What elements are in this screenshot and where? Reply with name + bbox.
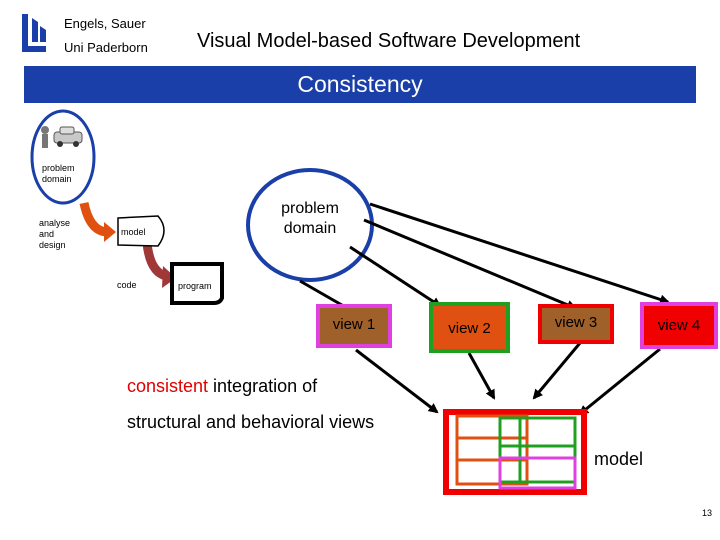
caption-line-1: consistent integration of bbox=[127, 376, 317, 397]
small-problem-domain-ellipse bbox=[30, 109, 96, 205]
slide-title: Visual Model-based Software Development bbox=[197, 30, 581, 52]
person-icon bbox=[41, 126, 49, 148]
model-blob bbox=[117, 215, 165, 247]
university-logo bbox=[18, 12, 50, 54]
header-authors: Engels, Sauer bbox=[64, 16, 146, 31]
analyse-design-label: analyse and design bbox=[39, 218, 71, 250]
header-institution: Uni Paderborn bbox=[64, 40, 148, 55]
view-3-label: view 3 bbox=[554, 314, 598, 331]
code-label: code bbox=[117, 280, 137, 290]
view-1-label: view 1 bbox=[332, 316, 376, 333]
model-label: model bbox=[594, 449, 644, 469]
page-number: 13 bbox=[702, 508, 713, 518]
problem-domain-ellipse bbox=[246, 168, 374, 282]
view-1-box: view 1 bbox=[316, 304, 392, 348]
program-label: program bbox=[178, 281, 212, 291]
caption-highlight: consistent bbox=[127, 376, 209, 396]
view-2-box: view 2 bbox=[429, 302, 510, 353]
view-2-label: view 2 bbox=[448, 320, 491, 337]
car-icon bbox=[53, 126, 83, 147]
model-composite bbox=[443, 409, 587, 495]
small-problem-domain-label: problem domain bbox=[42, 163, 75, 184]
view-3-box: view 3 bbox=[538, 304, 614, 344]
caption-rest: integration of bbox=[208, 376, 318, 396]
banner-title: Consistency bbox=[297, 71, 423, 97]
program-document bbox=[170, 262, 224, 305]
view-4-box: view 4 bbox=[640, 302, 718, 349]
view-4-label: view 4 bbox=[657, 317, 701, 334]
banner: Consistency bbox=[24, 66, 696, 103]
caption-line-2: structural and behavioral views bbox=[127, 412, 375, 432]
problem-domain-label: problem domain bbox=[281, 200, 339, 237]
model-label-small: model bbox=[121, 227, 146, 237]
